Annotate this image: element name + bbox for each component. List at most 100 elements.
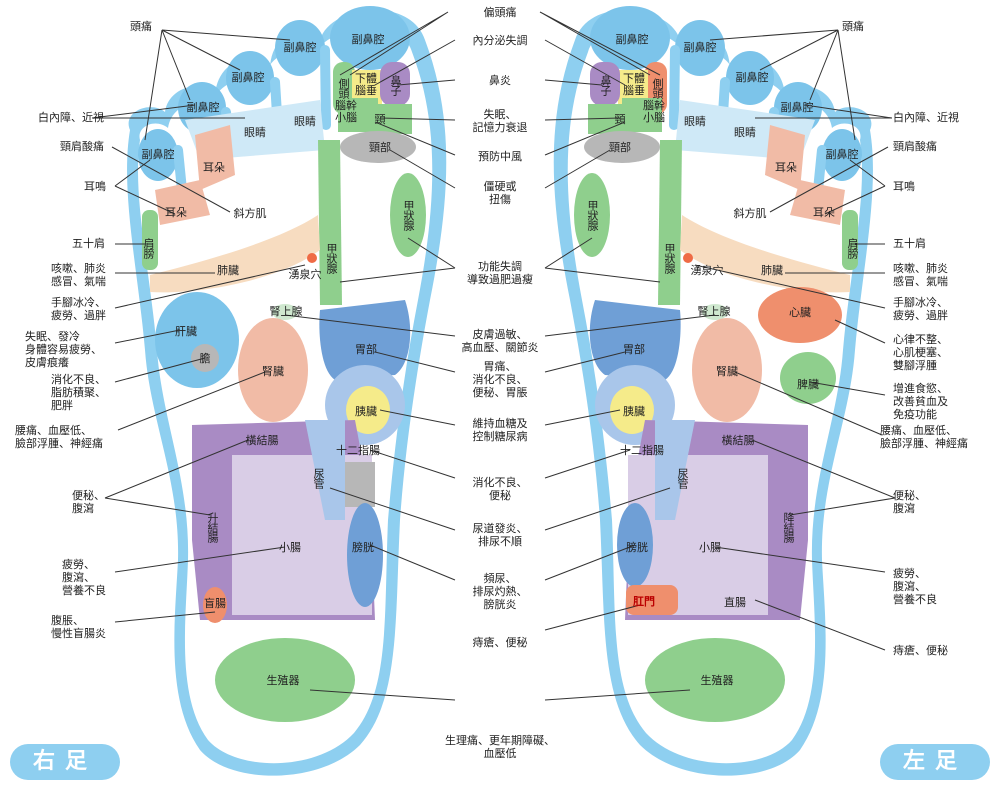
zone-anus: 肛門 <box>633 595 655 608</box>
zone-genital: 生殖器 <box>266 674 300 687</box>
zone-sinus: 副鼻腔 <box>186 101 220 114</box>
right-bladder <box>347 503 383 607</box>
right-brain <box>338 98 378 132</box>
zone-lung: 肺臟 <box>217 264 239 277</box>
zone-temple: 側頭 <box>651 78 664 98</box>
zone-cervical: 頸 <box>374 113 386 126</box>
zone-trapezius: 斜方肌 <box>233 207 267 220</box>
zone-parathyroid: 甲狀腺 <box>586 200 599 230</box>
right-sinus-bigtoe <box>330 6 410 70</box>
label-frozen-shoulder: 五十肩 <box>72 237 105 250</box>
zone-nose: 鼻子 <box>389 75 402 95</box>
right-ureter <box>305 420 345 520</box>
zone-neck: 頸部 <box>369 141 391 154</box>
right-appendix <box>203 587 227 623</box>
right-ear-2 <box>155 180 210 225</box>
zone-adrenal: 腎上腺 <box>269 305 303 318</box>
zone-heart: 心臟 <box>789 306 811 319</box>
label-appendicitis: 腹脹、 慢性盲腸炎 <box>51 614 106 640</box>
left-foot-badge: 左足 <box>880 744 990 780</box>
label-heart-issues: 心律不整、 心肌梗塞、 雙腳浮腫 <box>893 333 948 372</box>
zone-pituitary: 下體 腦垂 <box>623 72 645 97</box>
leader-lines <box>91 11 896 701</box>
right-stomach <box>319 300 411 380</box>
label-cough: 咳嗽、肺炎 感冒、氣喘 <box>51 262 106 288</box>
zone-cervical: 頸 <box>614 113 626 126</box>
right-kidney <box>238 318 308 422</box>
label-constipation: 便秘、 腹瀉 <box>72 489 105 515</box>
zone-yongquan: 湧泉穴 <box>690 264 724 277</box>
label-frozen-shoulder: 五十肩 <box>893 237 926 250</box>
label-bladder: 頻尿、 排尿灼熱、 膀胱炎 <box>472 572 528 611</box>
label-hemorrhoid: 痔瘡、便秘 <box>893 644 948 657</box>
zone-ureter: 尿管 <box>676 468 689 488</box>
right-neck <box>340 131 416 163</box>
label-blood-sugar: 維持血糖及 控制糖尿病 <box>472 417 528 443</box>
right-shoulder <box>142 210 158 270</box>
label-migraine: 偏頭痛 <box>483 6 517 19</box>
zone-yongquan: 湧泉穴 <box>288 268 322 281</box>
zone-sinus: 副鼻腔 <box>825 148 859 161</box>
zone-bladder: 膀胱 <box>352 541 374 554</box>
zone-liver: 肝臟 <box>175 325 197 338</box>
label-neck-pain: 頸肩酸痛 <box>893 140 937 153</box>
zone-ureter: 尿管 <box>312 468 325 488</box>
zone-brain: 腦幹 小腦 <box>335 99 357 124</box>
zone-small-int: 小腸 <box>279 541 301 554</box>
zone-stomach: 胃部 <box>623 343 645 356</box>
label-thyroid-fn: 功能失調 導致過肥過瘦 <box>467 260 533 286</box>
label-duodenum: 消化不良、 便秘 <box>472 476 528 502</box>
zone-sinus: 副鼻腔 <box>141 148 175 161</box>
label-skin: 皮膚過敏、 高血壓、關節炎 <box>461 328 539 354</box>
zone-spleen: 脾臟 <box>797 378 819 391</box>
zone-appendix: 盲腸 <box>204 597 226 610</box>
label-fatigue: 疲勞、 腹瀉、 營養不良 <box>893 567 937 606</box>
label-cold-limbs: 手腳冰冷、 疲勞、過胖 <box>893 296 948 322</box>
zone-eyes: 眼睛 <box>734 126 756 139</box>
zone-sinus: 副鼻腔 <box>283 41 317 54</box>
right-sinus-toe5 <box>138 129 178 181</box>
zone-kidney: 腎臟 <box>716 365 738 378</box>
zone-parathyroid: 甲狀腺 <box>402 200 415 230</box>
zone-sinus: 副鼻腔 <box>231 71 265 84</box>
right-pancreas <box>346 386 390 434</box>
label-stiff: 僵硬或 扭傷 <box>483 180 517 206</box>
label-hemorrhoid: 痔瘡、便秘 <box>472 636 528 649</box>
zone-eyes: 眼睛 <box>294 115 316 128</box>
zone-descending: 降結腸 <box>782 512 795 542</box>
zone-kidney: 腎臟 <box>262 365 284 378</box>
zone-eyes: 眼睛 <box>684 115 706 128</box>
right-foot-badge: 右足 <box>10 744 120 780</box>
zone-genital: 生殖器 <box>700 674 734 687</box>
label-cataract: 白內障、近視 <box>893 111 959 124</box>
label-stroke: 預防中風 <box>478 150 522 163</box>
right-thyroid-stripe <box>318 140 342 305</box>
zone-ears: 耳朵 <box>813 206 835 219</box>
right-yongquan-dot <box>307 253 317 263</box>
zone-ears: 耳朵 <box>775 161 797 174</box>
zone-nose: 鼻子 <box>599 75 612 95</box>
label-spleen-issues: 增進食慾、 改善貧血及 免疫功能 <box>893 382 948 421</box>
zone-ears: 耳朵 <box>203 161 225 174</box>
zone-adrenal: 腎上腺 <box>697 305 731 318</box>
zone-rectum: 直腸 <box>724 596 746 609</box>
zone-duodenum: 十二指腸 <box>620 444 664 457</box>
label-gall-issues: 消化不良、 脂肪積聚、 肥胖 <box>51 373 106 412</box>
right-parathyroid <box>390 173 426 257</box>
label-cough: 咳嗽、肺炎 感冒、氣喘 <box>893 262 948 288</box>
label-kidney-issues: 腰痛、血壓低、 臉部浮腫、神經痛 <box>15 424 103 450</box>
zone-thyroid: 甲狀腺 <box>325 243 338 273</box>
zone-sinus: 副鼻腔 <box>615 33 649 46</box>
label-liver-issues: 失眠、發冷 身體容易疲勞、 皮膚痕癢 <box>25 330 102 369</box>
zone-shoulder: 肩膀 <box>846 238 859 258</box>
zone-thyroid: 甲狀腺 <box>663 243 676 273</box>
zone-ears: 耳朵 <box>165 206 187 219</box>
label-reproductive: 生理痛、更年期障礙、 血壓低 <box>445 734 555 760</box>
zone-pancreas: 胰臟 <box>355 405 377 418</box>
zone-neck: 頸部 <box>609 141 631 154</box>
label-headache: 頭痛 <box>130 20 152 33</box>
zone-transverse: 橫結腸 <box>245 434 279 447</box>
label-cold-limbs: 手腳冰冷、 疲勞、過胖 <box>51 296 106 322</box>
label-stomach: 胃痛、 消化不良、 便秘、胃脹 <box>472 360 528 399</box>
right-sinus-toe2 <box>275 20 325 76</box>
